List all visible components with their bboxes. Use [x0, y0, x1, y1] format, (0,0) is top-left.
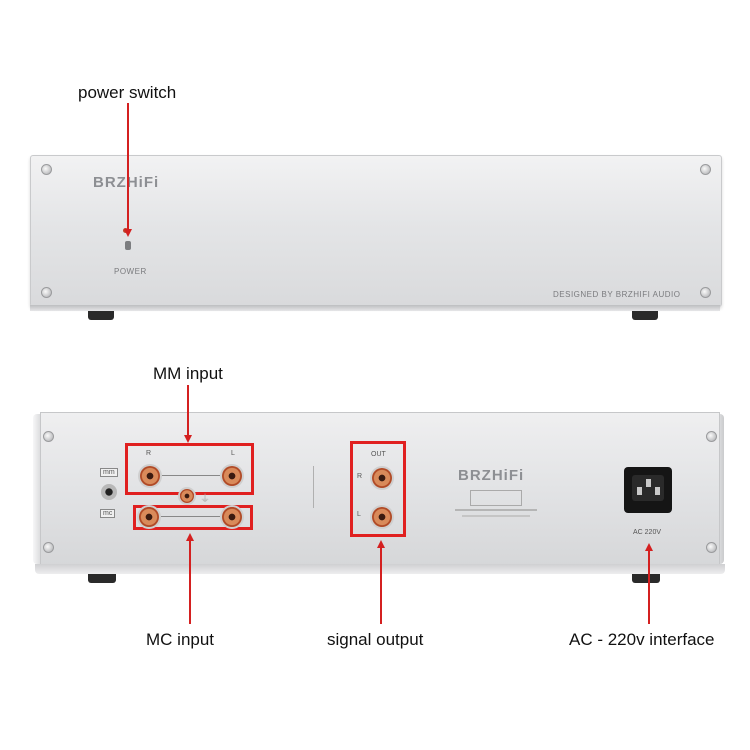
screw-icon: [706, 542, 717, 553]
arrow-head-icon: [186, 533, 194, 541]
rear-brand-logo: BRZHiFi: [458, 467, 525, 484]
signal-output-label: signal output: [327, 630, 424, 649]
foot: [632, 311, 658, 320]
mm-input-label: MM input: [153, 364, 223, 383]
power-text: POWER: [114, 267, 147, 276]
mc-left-jack[interactable]: [222, 507, 242, 527]
screw-icon: [43, 431, 54, 442]
fine-print-line: [455, 509, 537, 511]
front-panel-base: [30, 305, 720, 311]
mm-left-jack[interactable]: [222, 466, 242, 486]
mm-arrow-line: [187, 385, 189, 437]
front-brand-logo: BRZHiFi: [93, 174, 159, 191]
mm-r-label: R: [146, 450, 152, 457]
power-arrow-line: [127, 103, 129, 231]
mm-l-label: L: [231, 450, 235, 457]
foot: [88, 311, 114, 320]
screw-icon: [706, 431, 717, 442]
ground-symbol-icon: ⏚: [200, 494, 210, 505]
designed-by-text: DESIGNED BY BRZHIFI AUDIO: [553, 290, 681, 299]
warning-label-icon: [470, 490, 522, 506]
fine-print-line: [462, 515, 530, 517]
foot: [88, 574, 116, 583]
ground-terminal[interactable]: [101, 484, 117, 500]
power-switch[interactable]: [125, 241, 131, 250]
ac-interface-label: AC - 220v interface: [569, 630, 715, 649]
mc-input-label: MC input: [146, 630, 215, 649]
mm-tag: mm: [100, 468, 118, 477]
mc-input-highlight: [133, 505, 253, 530]
ac-arrow-line: [648, 550, 650, 624]
ground-jack[interactable]: [180, 489, 194, 503]
arrow-head-icon: [645, 543, 653, 551]
arrow-head-icon: [124, 229, 132, 237]
arrow-head-icon: [184, 435, 192, 443]
ac-power-socket[interactable]: [624, 467, 672, 513]
out-label: OUT: [371, 451, 386, 458]
screw-icon: [43, 542, 54, 553]
out-right-jack[interactable]: [372, 468, 392, 488]
front-panel: BRZHiFi POWER DESIGNED BY BRZHIFI AUDIO: [30, 155, 722, 307]
power-switch-label: power switch: [78, 83, 177, 102]
mc-right-jack[interactable]: [139, 507, 159, 527]
screw-icon: [41, 164, 52, 175]
foot: [632, 574, 660, 583]
mm-right-jack[interactable]: [140, 466, 160, 486]
divider-line: [162, 475, 220, 476]
panel-divider: [313, 466, 314, 508]
signal-output-highlight: [350, 441, 406, 537]
out-l-label: L: [357, 511, 361, 518]
screw-icon: [700, 287, 711, 298]
arrow-head-icon: [377, 540, 385, 548]
screw-icon: [41, 287, 52, 298]
ac-voltage-label: AC 220V: [633, 529, 662, 536]
divider-line: [161, 516, 220, 517]
out-r-label: R: [357, 473, 363, 480]
screw-icon: [700, 164, 711, 175]
out-arrow-line: [380, 547, 382, 624]
mc-tag: mc: [100, 509, 116, 518]
mc-arrow-line: [189, 540, 191, 624]
out-left-jack[interactable]: [372, 507, 392, 527]
